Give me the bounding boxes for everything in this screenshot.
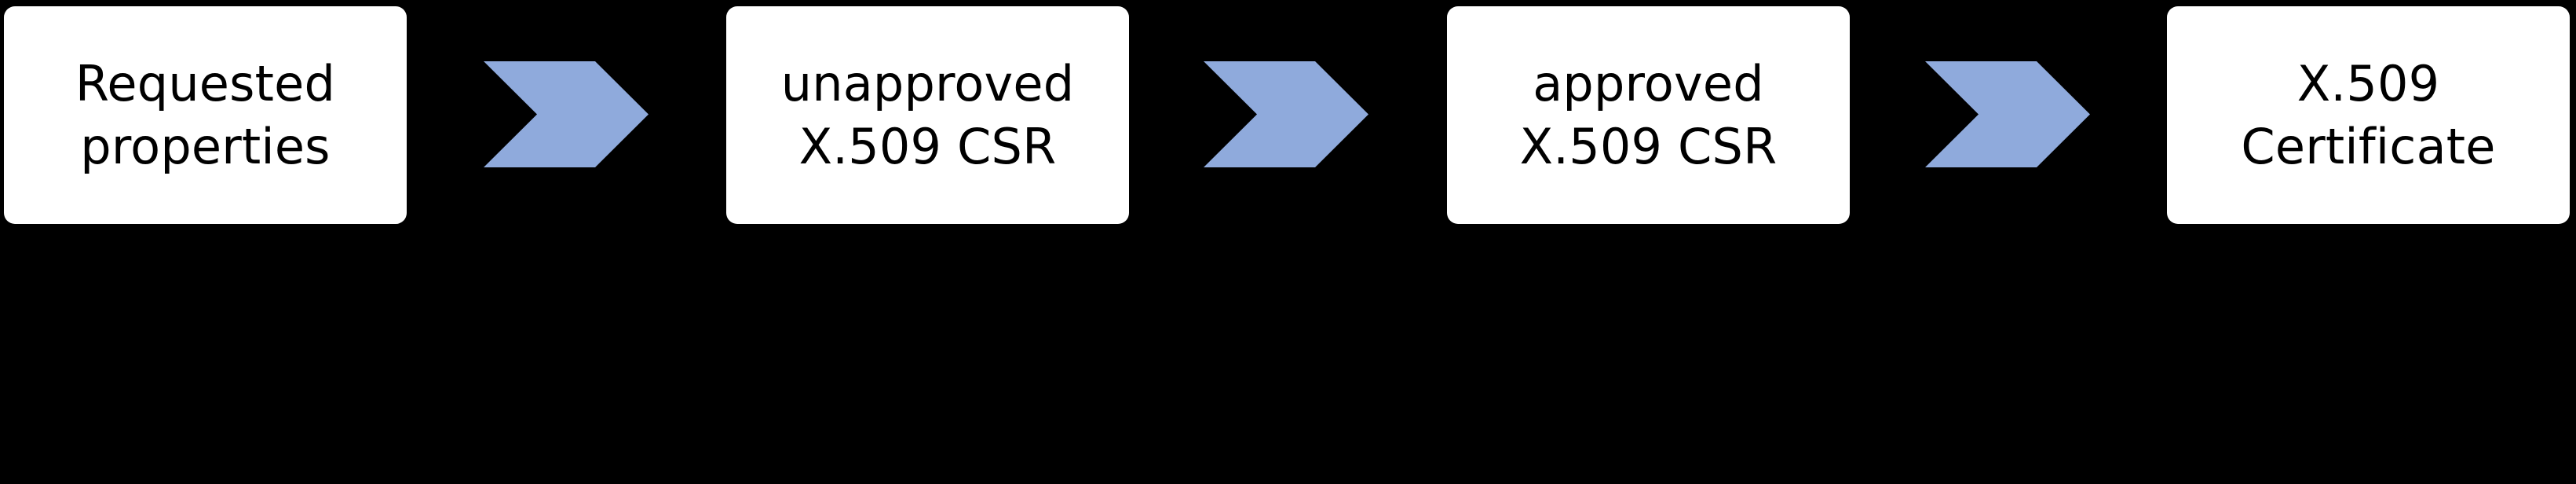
- flow-node-label-line-1: approved: [1533, 55, 1764, 113]
- flow-node-label-line-2: Certificate: [2241, 117, 2496, 175]
- chevron-right-arrow-1: [484, 61, 649, 167]
- flow-node-unapproved-csr[interactable]: unapproved X.509 CSR: [726, 6, 1129, 224]
- flow-node-label-line-1: unapproved: [780, 55, 1075, 113]
- flow-node-requested-properties[interactable]: Requested properties: [4, 6, 407, 224]
- chevron-right-arrow-2: [1204, 61, 1368, 167]
- flow-node-label-line-2: X.509 CSR: [798, 117, 1057, 175]
- flow-node-x509-certificate[interactable]: X.509 Certificate: [2167, 6, 2570, 224]
- flow-node-label-line-1: X.509: [2296, 55, 2440, 113]
- flow-node-label-line-2: X.509 CSR: [1519, 117, 1778, 175]
- flow-node-label-line-2: properties: [80, 117, 331, 175]
- flow-node-label-line-1: Requested: [75, 55, 336, 113]
- flow-node-approved-csr[interactable]: approved X.509 CSR: [1447, 6, 1850, 224]
- chevron-right-arrow-3: [1925, 61, 2090, 167]
